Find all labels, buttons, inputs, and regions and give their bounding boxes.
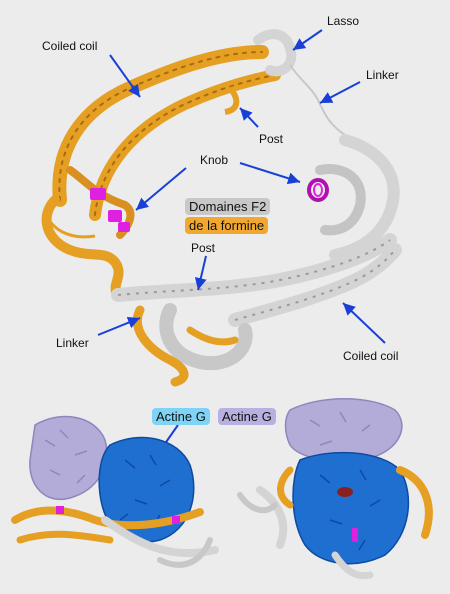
label-lasso: Lasso: [327, 14, 360, 28]
actin-label-blue: Actine G: [152, 408, 210, 425]
complex-right: [237, 398, 433, 580]
legend: Domaines F2 de la formine: [185, 198, 271, 235]
label-knob: Knob: [200, 153, 229, 167]
actin-label-lavender: Actine G: [218, 408, 276, 425]
label-post-bottom: Post: [191, 241, 216, 255]
annotation-arrows: [97, 29, 386, 466]
legend-gray-badge: Domaines F2: [185, 198, 271, 215]
legend-orange-badge: de la formine: [185, 217, 269, 234]
label-post-top: Post: [259, 132, 284, 146]
label-linker-left: Linker: [56, 336, 89, 350]
complex-left: [11, 415, 219, 568]
label-coiled-coil-top: Coiled coil: [42, 39, 98, 53]
formin-ring: [41, 29, 402, 387]
label-linker-right: Linker: [366, 68, 399, 82]
label-coiled-coil-bottom: Coiled coil: [343, 349, 399, 363]
